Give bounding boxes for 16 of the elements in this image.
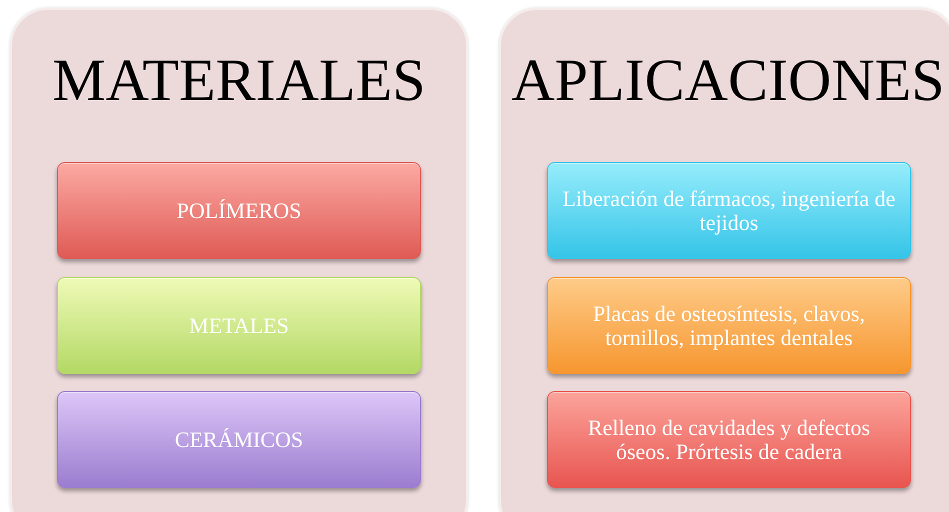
panel-heading: APLICACIONES [510,50,946,110]
category-card [57,391,421,488]
card-text: Relleno de cavidades y defectos óseos. Prórtesis de cadera [586,416,872,464]
category-card [547,391,911,488]
card-text: CERÁMICOS [174,428,304,452]
card-text: POLÍMEROS [176,198,302,222]
category-card [57,277,421,374]
card-text: Liberación de fármacos, ingeniería de tejidos [562,186,896,234]
column-panel [499,8,949,512]
category-card [57,162,421,259]
card-text: METALES [189,314,289,338]
category-card [547,162,911,259]
card-text: Placas de osteosíntesis, clavos, tornillos, implantes dentales [592,302,866,350]
panel-heading: MATERIALES [51,50,427,110]
column-panel [10,8,468,512]
category-card [547,277,911,374]
